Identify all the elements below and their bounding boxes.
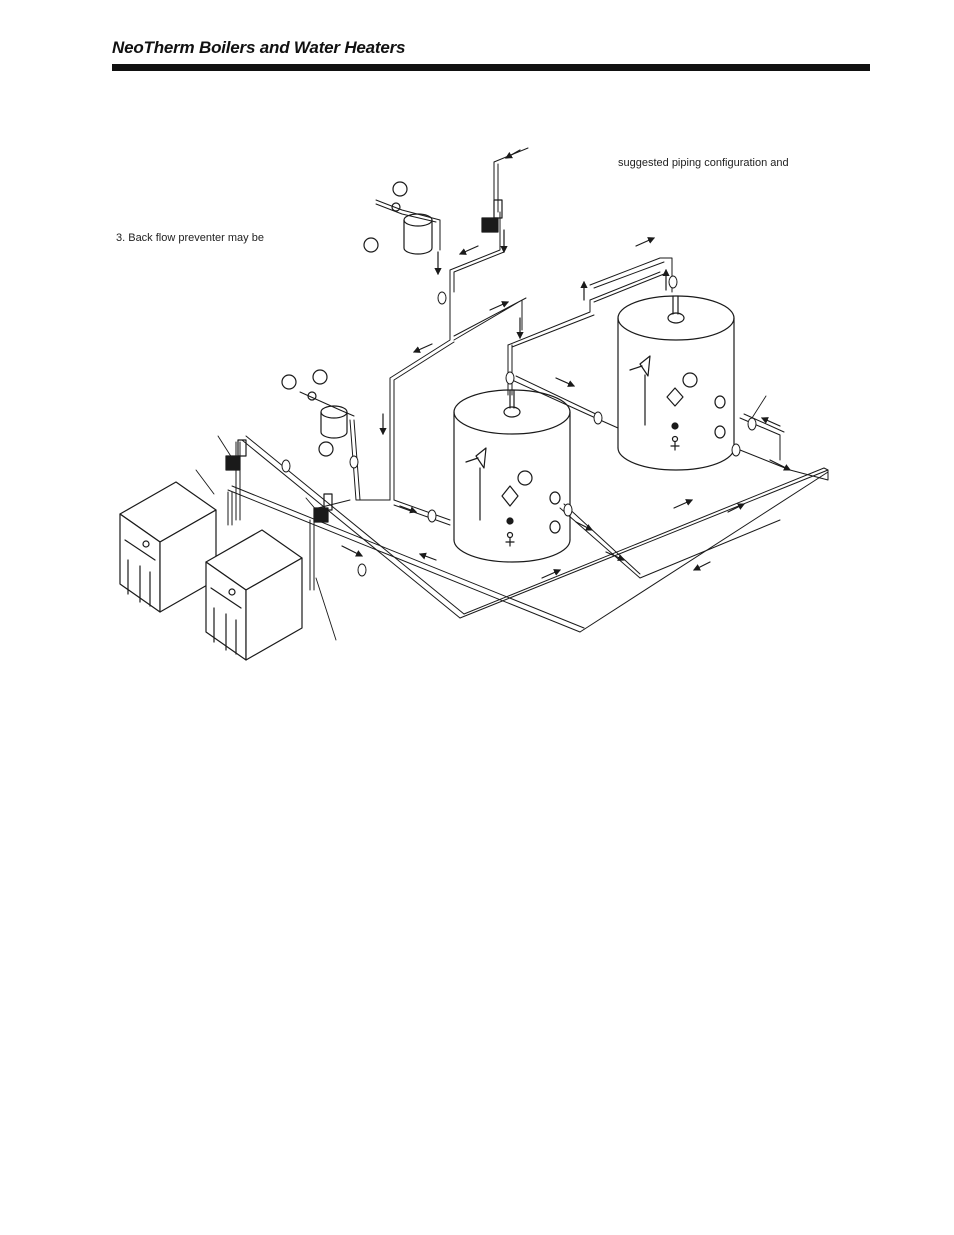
lower-callout-circle-a [281, 374, 297, 390]
circulator-pump-boiler-1 [225, 439, 247, 471]
circulator-pump-top [481, 199, 503, 233]
expansion-tank-top [391, 202, 433, 255]
tank-1-callout-circle [517, 470, 533, 486]
diagram-note-backflow: 3. Back flow preventer may be [116, 232, 264, 244]
lower-callout-circle-c [318, 441, 334, 457]
storage-tank-1 [453, 389, 571, 563]
lower-callout-circle-b [312, 369, 328, 385]
top-callout-circle-b [363, 237, 379, 253]
diagram-note-piping: suggested piping configuration and [618, 157, 789, 169]
valves [281, 275, 757, 577]
storage-tank-2 [617, 295, 735, 471]
boiler-unit-2 [205, 529, 303, 661]
boiler-unit-1 [119, 481, 217, 613]
expansion-tank-lower [307, 391, 348, 439]
top-callout-circle-a [392, 181, 408, 197]
circulator-pump-boiler-2 [313, 493, 333, 523]
page-header-title: NeoTherm Boilers and Water Heaters [112, 38, 406, 57]
piping-network [227, 147, 829, 633]
flow-arrows [341, 149, 792, 579]
leader-lines [195, 395, 767, 641]
tank-2-callout-circle [682, 372, 698, 388]
header-rule [112, 64, 870, 71]
